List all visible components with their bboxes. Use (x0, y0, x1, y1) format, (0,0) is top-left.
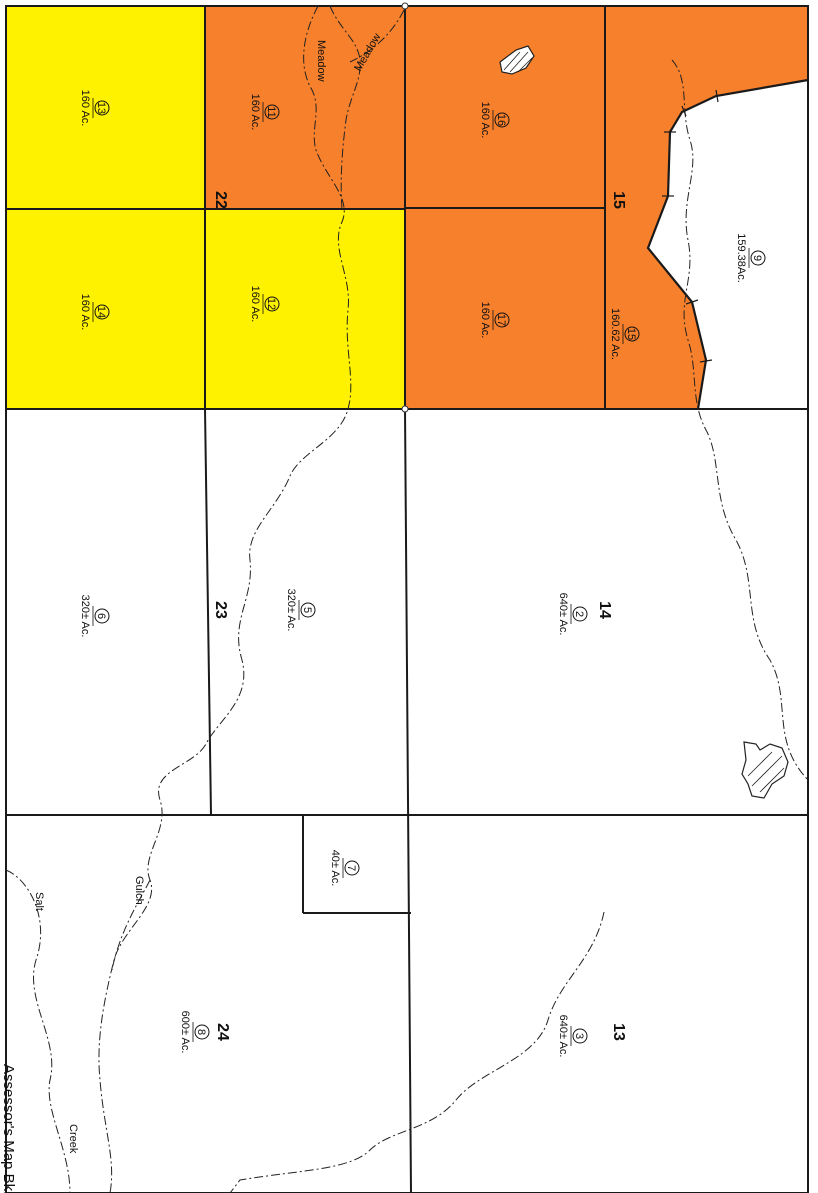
parcel-15-area: 160.62 Ac. (609, 308, 621, 360)
section-label-23: 23 (212, 601, 229, 619)
parcel-2-circle (572, 606, 588, 622)
parcel-12-area: 160 Ac. (249, 286, 261, 323)
parcel-7-circle (344, 860, 360, 876)
parcel-11-circle (264, 104, 280, 120)
parcel-13-number: 13 (95, 102, 107, 114)
parcel-7-area: 40± Ac. (329, 850, 341, 887)
pond-hatch (503, 51, 533, 73)
parcel-8-area: 600± Ac. (179, 1011, 191, 1054)
parcel-5-number: 5 (301, 607, 313, 613)
parcel-14-area: 160 Ac. (79, 294, 91, 331)
parcel-15-circle (624, 326, 640, 342)
parcel-3-number: 3 (573, 1033, 585, 1039)
parcel-3-area: 640± Ac. (557, 1015, 569, 1058)
parcel-17-area: 160 Ac. (479, 302, 491, 339)
pond-shape (499, 45, 535, 75)
parcel-12-number: 12 (265, 298, 277, 310)
parcel-6-circle (94, 608, 110, 624)
parcel-13-fill (6, 6, 205, 209)
map-footer: Assessor's Map Bk. 3 - (0, 1064, 17, 1193)
parcel-16-area: 160 Ac. (479, 102, 491, 139)
parcel-9-circle (750, 250, 766, 266)
section-label-15: 15 (610, 191, 627, 209)
parcel-12-fill (205, 209, 405, 409)
parcel-17-fill (405, 208, 605, 409)
parcel-16-circle (494, 112, 510, 128)
parcel-13-circle (94, 100, 110, 116)
parcel-3-circle (572, 1028, 588, 1044)
parcel-15-fill (605, 6, 808, 409)
parcel-17-circle (494, 312, 510, 328)
corner-dot (401, 2, 409, 10)
parcel-17-number: 17 (495, 314, 507, 326)
parcel-6-number: 6 (95, 613, 107, 619)
parcel-2-number: 2 (573, 611, 585, 617)
parcel-12-circle (264, 296, 280, 312)
section-label-24: 24 (214, 1023, 231, 1041)
parcel-11-number: 11 (265, 106, 277, 117)
parcel-5-circle (300, 602, 316, 618)
parcel-7-number: 7 (345, 865, 357, 871)
section-label-14: 14 (596, 601, 613, 619)
parcel-2-area: 640± Ac. (557, 593, 569, 636)
section-label-22: 22 (212, 191, 229, 209)
gulch-label: Gulch (133, 876, 145, 905)
parcel-13-area: 160 Ac. (79, 90, 91, 127)
parcel-14-fill (6, 209, 205, 409)
parcel-8-circle (194, 1024, 210, 1040)
parcel-16-number: 16 (495, 114, 507, 126)
parcel-5-area: 320± Ac. (285, 589, 297, 632)
parcel-9-area: 159.38Ac. (735, 233, 747, 283)
parcel-14-number: 14 (95, 306, 107, 318)
section-label-13: 13 (610, 1023, 627, 1041)
creek-lines (5, 5, 809, 1193)
parcel-6-area: 320± Ac. (79, 595, 91, 638)
corner-dot (401, 405, 409, 413)
parcel-9-number: 9 (751, 255, 763, 261)
parcel-16-fill (405, 6, 605, 208)
parcel-15-number: 15 (625, 328, 637, 340)
meadow-label-1: Meadow (315, 40, 327, 82)
pond-shape-2 (741, 741, 789, 799)
parcel-11-area: 160 Ac. (249, 94, 261, 131)
parcel-8-number: 8 (195, 1029, 207, 1035)
parcel-14-circle (94, 304, 110, 320)
pond-hatch-2 (747, 751, 785, 793)
salt-label: Salt (33, 892, 45, 911)
creek-label: Creek (67, 1124, 79, 1154)
